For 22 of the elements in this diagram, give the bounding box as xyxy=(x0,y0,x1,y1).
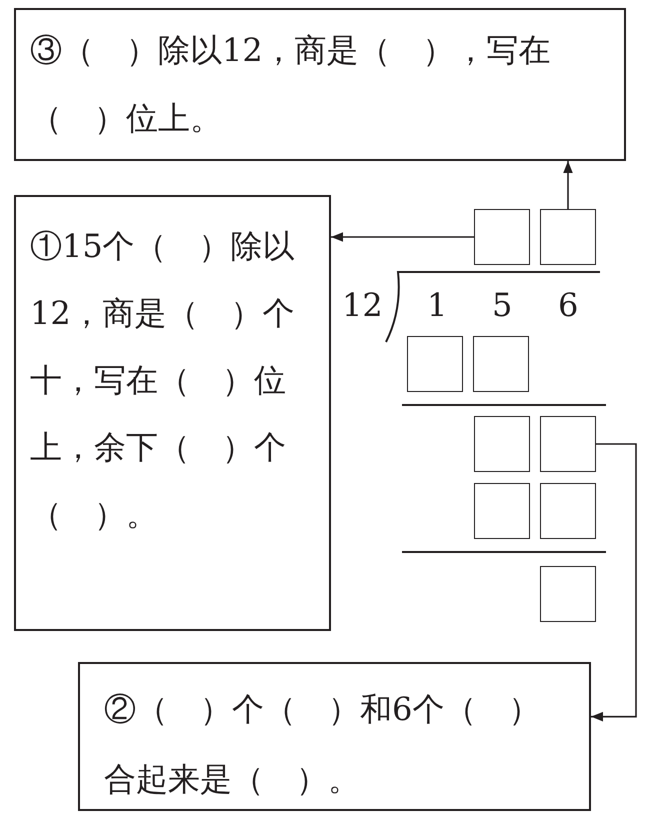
dividend-digit: 5 xyxy=(492,289,512,321)
arrow xyxy=(563,161,573,209)
dividend-digit: 6 xyxy=(558,289,578,321)
question-box xyxy=(78,662,591,811)
answer-box xyxy=(474,209,530,265)
answer-box xyxy=(473,336,529,392)
question-text: ②（ ）个（ ）和6个（ ）合起来是（ ）。 xyxy=(104,689,542,800)
answer-box xyxy=(474,416,530,472)
answer-box xyxy=(540,209,596,265)
answer-box xyxy=(540,566,596,622)
question-box xyxy=(14,195,331,631)
question-text: ①15个（ ）除以12，商是（ ）个十，写在（ ）位上，余下（ ）个（ ）。 xyxy=(30,226,296,535)
arrow xyxy=(331,232,474,242)
answer-box xyxy=(407,336,463,392)
divisor: 12 xyxy=(342,289,383,321)
answer-box xyxy=(474,483,530,539)
answer-box xyxy=(540,416,596,472)
answer-box xyxy=(540,483,596,539)
question-box xyxy=(14,8,626,161)
arrow xyxy=(591,443,637,722)
dividend-digit: 1 xyxy=(427,289,448,321)
question-text: ③（ ）除以12，商是（ ），写在（ ）位上。 xyxy=(30,30,552,139)
